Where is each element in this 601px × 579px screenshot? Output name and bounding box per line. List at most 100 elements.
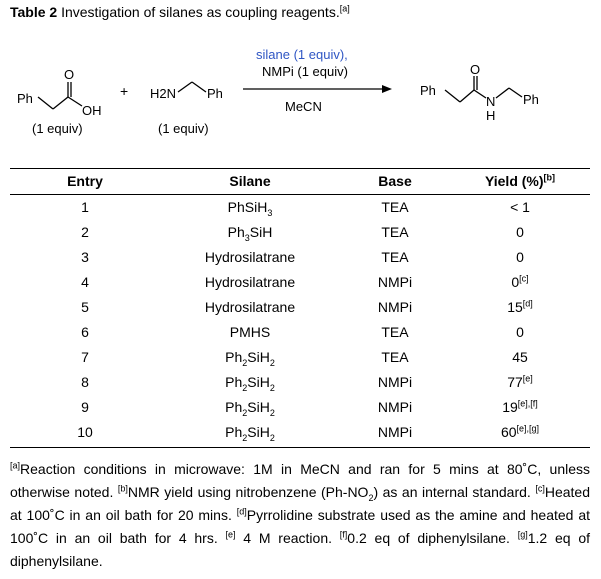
product-ph-left: Ph — [420, 83, 436, 98]
cell-base: NMPi — [377, 373, 413, 390]
cell-silane: PMHS — [229, 323, 271, 340]
footnote-text: 4 M reaction. — [235, 530, 340, 546]
cell-yield: 19[e],[f] — [450, 394, 590, 419]
table-row: 4 Hydrosilatrane NMPi 0[c] — [10, 269, 590, 294]
header-silane: Silane — [229, 173, 271, 189]
yield-note: [e],[g] — [516, 422, 540, 433]
cell-entry: 2 — [81, 223, 89, 240]
cell-base: NMPi — [377, 398, 413, 415]
table-top-rule — [10, 168, 590, 169]
table-header-rule — [10, 194, 590, 195]
reactant-acid — [37, 82, 83, 110]
product-h: H — [486, 108, 495, 123]
table-row: 7 Ph2SiH2 TEA 45 — [10, 344, 590, 369]
caption-note: [a] — [339, 3, 350, 14]
caption-text: Investigation of silanes as coupling rea… — [57, 4, 340, 20]
product-n: N — [486, 94, 495, 109]
reaction-scheme: Ph O OH (1 equiv) + H2N Ph (1 equiv) sil… — [17, 47, 539, 136]
cell-entry: 4 — [81, 273, 89, 290]
product-o: O — [470, 62, 480, 77]
table-header-row: Entry Silane Base Yield (%)[b] — [10, 168, 590, 194]
cell-base: NMPi — [377, 273, 413, 290]
cell-entry: 6 — [81, 323, 89, 340]
table-row: 6 PMHS TEA 0 — [10, 319, 590, 344]
cell-base: NMPi — [377, 423, 413, 440]
reactant1-equiv: (1 equiv) — [32, 121, 83, 136]
yield-value: 0 — [516, 248, 524, 265]
cell-yield: 45 — [450, 344, 590, 369]
cell-base: NMPi — [377, 298, 413, 315]
reagent-silane: silane (1 equiv), — [256, 47, 348, 62]
cell-yield: 0 — [450, 319, 590, 344]
yield-value: 0 — [516, 223, 524, 240]
yield-value: 0 — [511, 273, 520, 290]
cell-silane: Hydrosilatrane — [204, 273, 296, 290]
yield-note: [e],[f] — [517, 397, 538, 408]
cell-base: TEA — [381, 348, 409, 365]
cell-yield: < 1 — [450, 194, 590, 219]
footnote-mark: [b] — [117, 483, 128, 494]
table-row: 5 Hydrosilatrane NMPi 15[d] — [10, 294, 590, 319]
reactant2-ph: Ph — [207, 86, 223, 101]
product-ph-right: Ph — [523, 92, 539, 107]
cell-entry: 5 — [81, 298, 89, 315]
yield-value: 19 — [502, 398, 518, 415]
cell-yield: 0 — [450, 244, 590, 269]
product-amide — [444, 76, 523, 103]
yield-note: [c] — [519, 272, 529, 283]
reagent-nmpi: NMPi (1 equiv) — [262, 64, 348, 79]
footnote-text: Heated at 100˚C in an oil bath for 20 mi… — [10, 484, 590, 523]
footnotes: [a]Reaction conditions in microwave: 1M … — [10, 458, 590, 573]
yield-value: < 1 — [510, 198, 530, 215]
footnote-mark: [c] — [535, 483, 545, 494]
cell-silane: Ph2SiH2 — [225, 398, 275, 418]
table-label: Table 2 — [10, 4, 58, 20]
table-caption: Table 2 Investigation of silanes as coup… — [10, 4, 350, 20]
plus-sign: + — [120, 83, 128, 99]
footnote-mark: [g] — [517, 529, 528, 540]
footnote-mark: [f] — [339, 529, 348, 540]
table-row: 9 Ph2SiH2 NMPi 19[e],[f] — [10, 394, 590, 419]
cell-entry: 1 — [81, 198, 89, 215]
cell-base: TEA — [381, 248, 409, 265]
cell-base: TEA — [381, 223, 409, 240]
cell-entry: 9 — [81, 398, 89, 415]
cell-entry: 7 — [81, 348, 89, 365]
header-yield-note: [b] — [543, 172, 556, 183]
cell-yield: 15[d] — [450, 294, 590, 319]
cell-base: TEA — [381, 323, 409, 340]
cell-yield: 0 — [450, 219, 590, 244]
cell-silane: Ph2SiH2 — [225, 423, 275, 443]
cell-silane: Hydrosilatrane — [204, 298, 296, 315]
table-row: 2 Ph3SiH TEA 0 — [10, 219, 590, 244]
cell-silane: Ph3SiH — [227, 223, 273, 243]
footnote-text: NMR yield using nitrobenzene (Ph-NO2) as… — [127, 484, 536, 503]
footnote-text: Pyrrolidine substrate used as the amine … — [10, 507, 590, 546]
reactant2-equiv: (1 equiv) — [158, 121, 209, 136]
table-row: 3 Hydrosilatrane TEA 0 — [10, 244, 590, 269]
table-bottom-rule — [10, 447, 590, 448]
header-entry: Entry — [67, 173, 103, 189]
yield-note: [d] — [522, 297, 533, 308]
cell-silane: Hydrosilatrane — [204, 248, 296, 265]
footnote-mark: [e] — [225, 529, 236, 540]
cell-silane: Ph2SiH2 — [225, 348, 275, 368]
yield-value: 60 — [500, 423, 517, 440]
yield-value: 0 — [516, 323, 524, 340]
cell-silane: Ph2SiH2 — [225, 373, 275, 393]
reactant1-ph: Ph — [17, 91, 33, 106]
cell-entry: 3 — [81, 248, 89, 265]
footnote-text: 1.2 eq of diphenylsilane. — [10, 530, 591, 569]
cell-silane: PhSiH3 — [227, 198, 273, 218]
header-base: Base — [378, 173, 412, 189]
yield-note: [e] — [522, 372, 533, 383]
yield-value: 77 — [507, 373, 523, 390]
cell-yield: 60[e],[g] — [450, 419, 590, 444]
footnote-text: 0.2 eq of diphenylsilane. — [347, 530, 518, 546]
cell-yield: 77[e] — [450, 369, 590, 394]
footnote-text: Reaction conditions in microwave: 1M in … — [10, 461, 590, 500]
